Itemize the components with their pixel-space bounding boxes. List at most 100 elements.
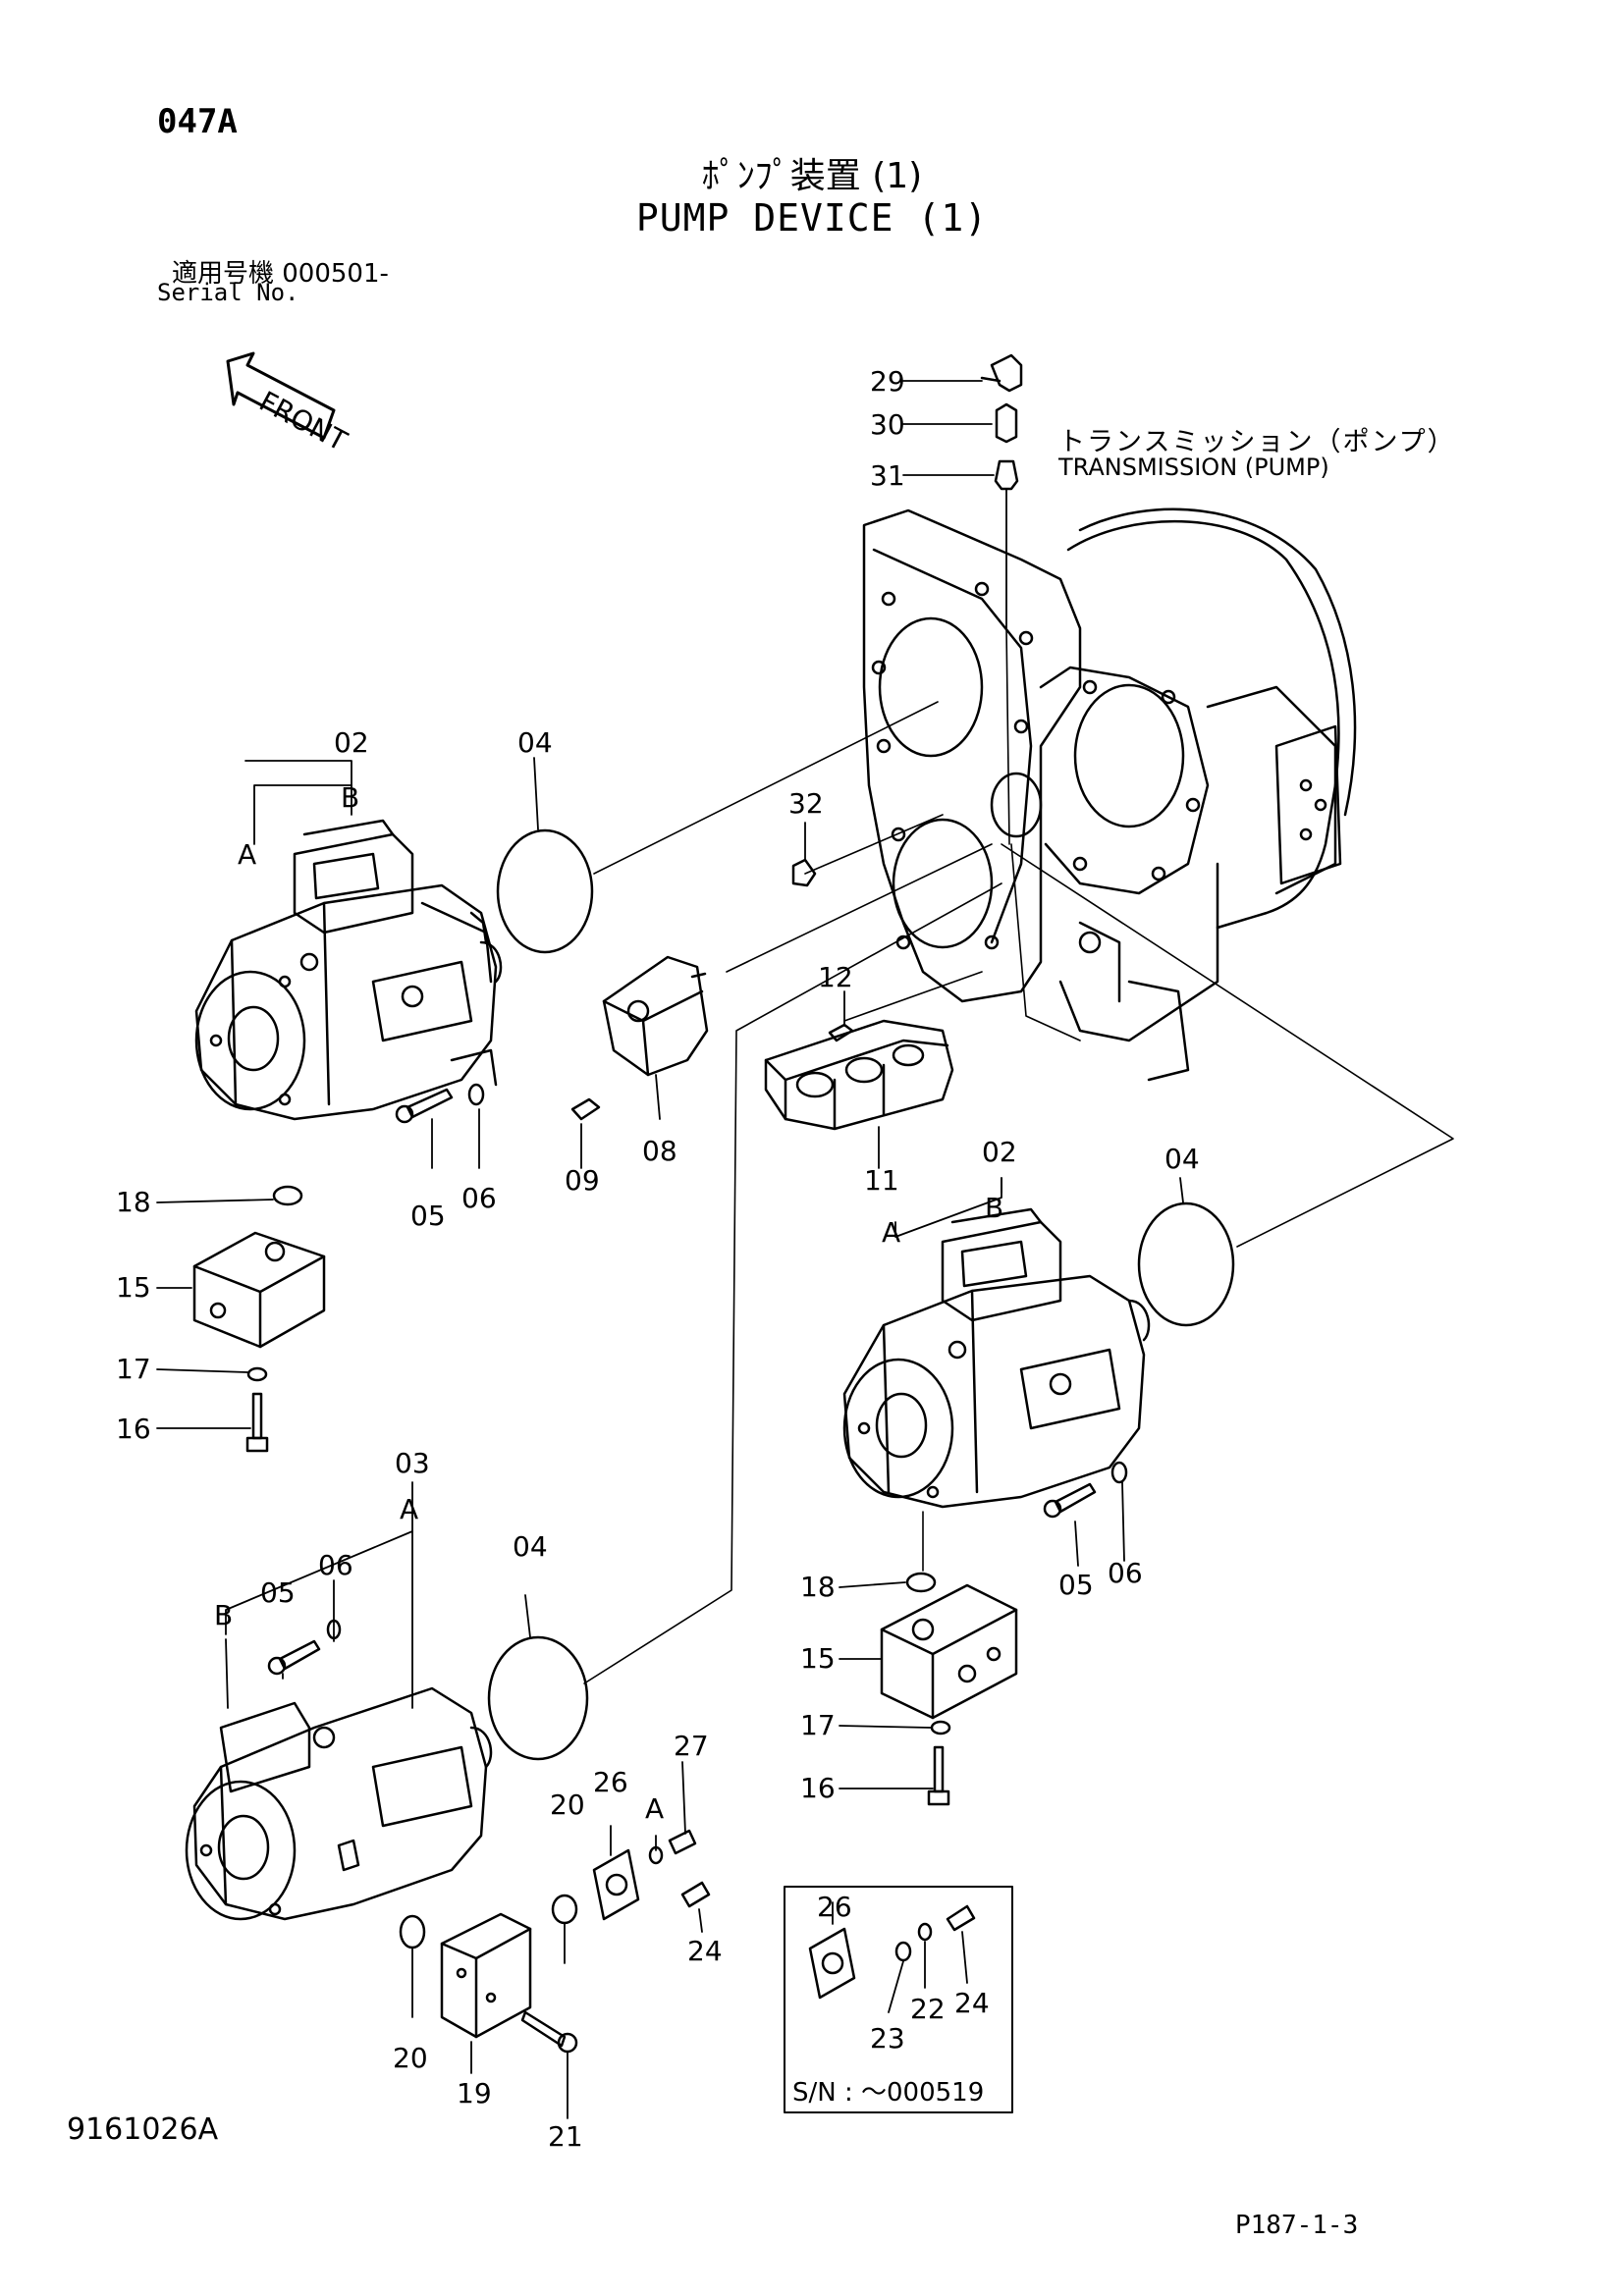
bolt-16-left-head bbox=[245, 1436, 269, 1453]
label-24: 24 bbox=[687, 1935, 723, 1967]
label-05-right: 05 bbox=[1058, 1569, 1094, 1601]
label-08: 08 bbox=[642, 1135, 677, 1167]
bolt-05-right-head bbox=[1043, 1499, 1062, 1519]
label-11: 11 bbox=[864, 1164, 899, 1197]
label-20-right: 20 bbox=[550, 1789, 585, 1821]
bolt-16-right-head bbox=[927, 1789, 950, 1806]
label-32: 32 bbox=[788, 787, 824, 820]
bolt-05-lower bbox=[278, 1639, 321, 1671]
label-02-right: 02 bbox=[982, 1136, 1017, 1168]
inset-label-24: 24 bbox=[954, 1987, 990, 2019]
label-26: 26 bbox=[593, 1766, 628, 1798]
o-ring-20-left bbox=[399, 1914, 426, 1949]
washer-17-right bbox=[930, 1720, 951, 1735]
main-pump-02-right bbox=[842, 1207, 1151, 1509]
washer-06-right bbox=[1110, 1461, 1128, 1484]
o-ring-20-right bbox=[551, 1894, 578, 1925]
serial-label-jp: 適用号機 000501- bbox=[172, 259, 389, 289]
label-a1: A bbox=[238, 838, 256, 871]
plug-32 bbox=[791, 858, 817, 887]
label-21: 21 bbox=[548, 2120, 583, 2153]
bolt-12 bbox=[828, 1023, 854, 1042]
valve-block-15-left bbox=[192, 1231, 326, 1349]
o-ring-18-right bbox=[905, 1572, 937, 1593]
label-09: 09 bbox=[565, 1164, 600, 1197]
washer-06-upper bbox=[467, 1083, 485, 1106]
label-a2: A bbox=[882, 1216, 900, 1249]
label-05-upper: 05 bbox=[410, 1200, 446, 1232]
fitting-29-elbow bbox=[980, 353, 1023, 393]
transmission-label-jp: トランスミッション（ポンプ） bbox=[1058, 427, 1456, 457]
fitting-31-nipple bbox=[994, 459, 1019, 629]
label-20-left: 20 bbox=[393, 2042, 428, 2074]
label-04-right: 04 bbox=[1164, 1143, 1200, 1175]
label-16-left: 16 bbox=[116, 1413, 151, 1445]
inset-seal-23 bbox=[894, 1941, 912, 1962]
label-a4: A bbox=[645, 1792, 664, 1825]
label-27: 27 bbox=[674, 1730, 709, 1762]
label-15-left: 15 bbox=[116, 1271, 151, 1304]
bolt-09 bbox=[570, 1097, 601, 1121]
label-b3: B bbox=[214, 1599, 233, 1631]
label-06-lower: 06 bbox=[318, 1549, 353, 1581]
triple-pump-11 bbox=[764, 1019, 954, 1131]
label-b1: B bbox=[341, 781, 359, 814]
main-pump-03 bbox=[185, 1686, 493, 1921]
o-ring-04-right bbox=[1137, 1201, 1235, 1327]
assembly-center-lines bbox=[583, 627, 1454, 1684]
bolt-05-upper bbox=[406, 1088, 454, 1119]
bolt-24 bbox=[680, 1881, 711, 1908]
inset-label-22: 22 bbox=[910, 1993, 946, 2025]
label-12: 12 bbox=[818, 961, 853, 993]
inset-serial-range: S/N : ～000519 bbox=[792, 2078, 984, 2108]
label-06-upper: 06 bbox=[461, 1182, 497, 1214]
transmission-label-en: TRANSMISSION (PUMP) bbox=[1058, 454, 1329, 481]
valve-block-15-right bbox=[880, 1583, 1018, 1720]
gear-pump-08 bbox=[602, 955, 709, 1077]
o-ring-04-top bbox=[496, 828, 594, 954]
fitting-27 bbox=[668, 1829, 697, 1855]
label-06-right: 06 bbox=[1108, 1557, 1143, 1589]
inset-flange-26 bbox=[808, 1927, 856, 2000]
bolt-16-right bbox=[933, 1745, 945, 1793]
label-03: 03 bbox=[395, 1447, 430, 1479]
block-19 bbox=[440, 1912, 532, 2039]
front-arrow-icon: FRONT bbox=[226, 351, 352, 458]
washer-17-left bbox=[246, 1366, 268, 1382]
page-title-jp: ﾎﾟﾝﾌﾟ装置 (1) bbox=[701, 156, 923, 196]
flange-26 bbox=[592, 1848, 640, 1921]
bolt-16-left bbox=[251, 1392, 263, 1440]
label-04-bottom: 04 bbox=[513, 1530, 548, 1563]
inset-label-26: 26 bbox=[817, 1891, 852, 1923]
label-a3: A bbox=[400, 1493, 418, 1525]
label-04-top: 04 bbox=[517, 726, 553, 759]
bolt-21 bbox=[520, 2010, 567, 2048]
page-reference: P187-1-3 bbox=[1235, 2211, 1359, 2240]
o-ring-04-bottom bbox=[487, 1635, 589, 1761]
bolt-05-upper-head bbox=[395, 1104, 414, 1124]
label-31: 31 bbox=[870, 459, 905, 492]
label-29: 29 bbox=[870, 365, 905, 398]
inset-box bbox=[784, 1886, 1013, 2113]
label-19: 19 bbox=[457, 2077, 492, 2109]
drawing-number: 9161026A bbox=[67, 2112, 219, 2147]
inset-label-23: 23 bbox=[870, 2022, 905, 2055]
o-ring-18-left bbox=[272, 1185, 303, 1206]
main-pump-02-left bbox=[194, 819, 503, 1121]
serial-label-en: Serial No. bbox=[157, 279, 299, 306]
page-title-en: PUMP DEVICE (1) bbox=[635, 196, 989, 240]
part-labels: 29 30 31 32 02 04 A B 05 06 09 08 12 11 … bbox=[116, 365, 1200, 2153]
bolt-05-lower-head bbox=[267, 1656, 287, 1676]
label-15-right: 15 bbox=[800, 1642, 836, 1675]
page-code: 047A bbox=[157, 102, 238, 141]
label-17-left: 17 bbox=[116, 1353, 151, 1385]
label-16-right: 16 bbox=[800, 1772, 836, 1804]
label-05-lower: 05 bbox=[260, 1576, 296, 1609]
inset-bolt-24 bbox=[946, 1904, 976, 1932]
bolt-05-right bbox=[1054, 1482, 1097, 1514]
label-17-right: 17 bbox=[800, 1709, 836, 1741]
leader-lines bbox=[156, 380, 1184, 2119]
label-02-left: 02 bbox=[334, 726, 369, 759]
inset-washer-22 bbox=[917, 1922, 933, 1942]
